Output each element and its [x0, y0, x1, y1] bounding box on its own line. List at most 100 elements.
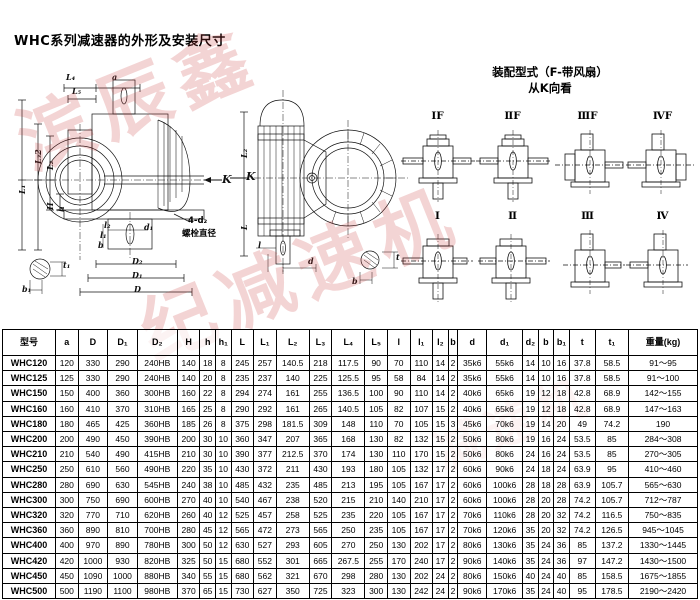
table-cell: 80k6	[486, 431, 524, 448]
table-cell: 1000	[107, 567, 138, 585]
table-cell: 2	[447, 476, 459, 493]
table-cell: 415HB	[136, 446, 178, 463]
table-cell: 40k6	[457, 385, 488, 402]
table-cell: 545HB	[136, 476, 178, 493]
dim-label-L2-top: L₂	[239, 148, 249, 158]
table-cell: 270～305	[628, 446, 698, 463]
table-cell: 100k6	[486, 476, 524, 493]
table-cell: 105	[386, 476, 411, 493]
dim-label-t-top: t	[396, 252, 400, 262]
table-cell: 50	[199, 552, 216, 569]
table-cell-model: WHC500	[2, 583, 56, 600]
table-cell: 105	[386, 461, 411, 478]
table-cell: 360	[230, 431, 255, 448]
table-cell: 292	[253, 400, 277, 417]
table-cell: 195	[364, 476, 388, 493]
table-cell: 24	[553, 461, 570, 478]
table-cell: 18	[553, 400, 570, 417]
table-cell-model: WHC125	[2, 370, 56, 387]
table-cell: 82	[386, 400, 411, 417]
table-cell: 105	[364, 400, 388, 417]
table-cell: 30	[199, 431, 216, 448]
table-cell: 19	[522, 385, 539, 402]
table-cell: 540	[77, 446, 109, 463]
table-cell: 193	[331, 461, 366, 478]
table-cell-model: WHC160	[2, 400, 56, 417]
table-cell: 58.5	[594, 370, 630, 387]
table-cell: 42.8	[568, 400, 596, 417]
col-header-h: h	[199, 329, 216, 356]
col-header-d1: d₁	[486, 329, 524, 356]
assembly-figure-label: ⅠF	[431, 110, 444, 122]
table-cell: 40	[199, 491, 216, 509]
table-cell: 240HB	[136, 370, 178, 387]
table-cell: 24	[537, 537, 555, 554]
table-cell: 1675～1855	[628, 567, 698, 585]
dim-label-K-top: K	[246, 170, 256, 183]
table-cell: 280	[176, 522, 201, 539]
table-cell: 212.5	[275, 446, 310, 463]
table-cell: 8	[214, 370, 232, 387]
table-cell-model: WHC450	[2, 567, 56, 585]
assembly-figure-label: ⅣF	[652, 110, 673, 122]
table-cell: 457	[253, 507, 277, 524]
table-cell: 82	[386, 431, 411, 448]
table-cell: 137.2	[594, 537, 630, 554]
dim-label-a: a	[112, 72, 118, 82]
table-cell: 15	[432, 431, 449, 448]
table-cell: 210	[409, 491, 434, 509]
table-cell: 65k6	[486, 400, 524, 417]
table-cell: 126.5	[594, 522, 630, 539]
table-cell: 12	[214, 507, 232, 524]
table-cell: 49	[568, 415, 596, 433]
table-cell: 2	[447, 431, 459, 448]
table-cell: 170	[386, 552, 411, 569]
table-cell: 540	[230, 491, 255, 509]
table-cell: 350	[275, 583, 310, 600]
table-cell: 294	[230, 385, 255, 402]
table-cell: 85	[568, 537, 596, 554]
col-header-t: t	[568, 329, 596, 356]
table-cell: 68.9	[594, 385, 630, 402]
assembly-figure-label: ⅢF	[577, 110, 598, 122]
table-cell: 167	[409, 476, 434, 493]
assembly-heading: 装配型式（F-带风扇） 从K向看	[400, 64, 700, 96]
col-header-l1: l₁	[409, 329, 434, 356]
table-cell: 17	[432, 476, 449, 493]
table-cell: 24	[537, 583, 555, 600]
table-cell: 140	[386, 491, 411, 509]
table-cell: 26	[199, 415, 216, 433]
table-cell: 80k6	[457, 537, 488, 554]
table-cell: 91～95	[628, 354, 698, 372]
table-cell: 19	[522, 415, 539, 433]
table-cell-model: WHC420	[2, 552, 56, 569]
gearbox-diagram-3	[562, 230, 625, 294]
table-cell: 136.5	[331, 385, 366, 402]
table-cell-model: WHC280	[2, 476, 56, 493]
bolt-note-code: 4-d₂	[188, 216, 208, 226]
table-cell: 170k6	[486, 583, 524, 600]
table-cell: 210	[176, 446, 201, 463]
col-header-l: l	[386, 329, 411, 356]
table-cell: 140.5	[331, 400, 366, 417]
table-cell: 74.2	[568, 491, 596, 509]
table-cell: 90k6	[486, 461, 524, 478]
table-cell-model: WHC210	[2, 446, 56, 463]
table-cell: 100	[364, 385, 388, 402]
table-cell: 377	[253, 446, 277, 463]
table-cell: 105	[386, 522, 411, 539]
table-cell: 18	[199, 354, 216, 372]
table-cell: 2	[447, 400, 459, 417]
dim-label-b: b	[98, 240, 104, 250]
table-cell: 170	[409, 446, 434, 463]
assembly-figure-label: Ⅱ	[508, 210, 517, 222]
table-cell: 290	[107, 370, 138, 387]
table-cell: 10	[214, 476, 232, 493]
table-cell: 15	[432, 400, 449, 417]
assembly-heading-line2: 从K向看	[528, 81, 572, 95]
table-cell: 400	[55, 537, 79, 554]
dim-label-L-top: L	[239, 224, 249, 230]
table-cell: 60k6	[457, 461, 488, 478]
